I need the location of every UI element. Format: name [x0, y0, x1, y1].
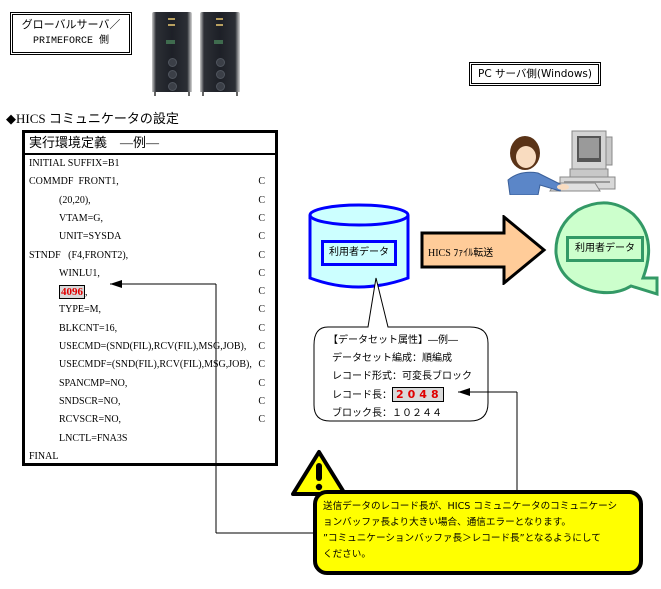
config-line: 4096, C: [25, 283, 271, 301]
config-line: LNCTL=FNA3S: [25, 430, 271, 448]
pc-data-label: 利用者データ: [566, 236, 644, 262]
config-line: SNDSCR=NO, C: [25, 393, 271, 411]
config-line: FINAL: [25, 448, 271, 466]
config-line: BLKCNT=16, C: [25, 320, 271, 338]
config-line-code: COMMDF FRONT1,: [29, 176, 119, 188]
continuation-mark: C: [258, 395, 265, 407]
config-line-code: UNIT=SYSDA: [59, 231, 122, 243]
continuation-mark: C: [258, 322, 265, 334]
continuation-mark: C: [258, 231, 265, 243]
pc-side-label-text: PC サーバ側(Windows): [478, 68, 592, 80]
continuation-mark: C: [258, 359, 265, 371]
block-length-value: １０２４４: [392, 408, 442, 419]
config-line-code: VTAM=G,: [59, 212, 104, 224]
warning-line-2: ョンバッファ長より大きい場合、通信エラーとなります。: [323, 517, 571, 528]
transfer-label: HICS ﾌｧｲﾙ転送: [428, 248, 494, 259]
dataset-org-value: 順編成: [422, 353, 452, 364]
dataset-attribute-callout: [313, 277, 489, 422]
dataset-org-label: データセット編成：: [332, 353, 422, 364]
continuation-mark: C: [258, 249, 265, 261]
config-line: COMMDF FRONT1, C: [25, 173, 271, 191]
config-line: TYPE=M, C: [25, 301, 271, 319]
host-side-label: グローバルサーバ／ PRIMEFORCE 側: [10, 12, 132, 55]
block-length-label: ブロック長：: [332, 408, 392, 419]
buffer-length-value: 4096: [59, 285, 85, 300]
record-length-value: 2048: [392, 387, 444, 402]
config-panel-header: 実行環境定義 ―例―: [25, 133, 275, 155]
config-line-code: LNCTL=FNA3S: [59, 432, 128, 444]
config-line-code: BLKCNT=16,: [59, 322, 118, 334]
config-line-code: SNDSCR=NO,: [59, 395, 121, 407]
config-line-code: RCVSCR=NO,: [59, 414, 122, 426]
continuation-mark: C: [258, 377, 265, 389]
continuation-mark: C: [258, 176, 265, 188]
continuation-mark: C: [258, 341, 265, 352]
dataset-attr-title: 【データセット属性】―例―: [328, 335, 458, 346]
config-line-text: ,: [85, 287, 88, 299]
config-line: WINLU1, C: [25, 265, 271, 283]
warning-line-3: ”コミュニケーションバッファ長＞レコード長”となるようにして: [323, 533, 601, 544]
warning-line-1: 送信データのレコード長が、HICS コミュニケータのコミュニケーシ: [323, 501, 618, 512]
host-side-label-line1: グローバルサーバ／: [21, 18, 121, 31]
continuation-mark: C: [258, 267, 265, 279]
continuation-mark: C: [258, 304, 265, 316]
record-format-label: レコード形式：: [332, 371, 402, 382]
transfer-arrow-icon: [420, 215, 547, 285]
config-line: (20,20), C: [25, 192, 271, 210]
warning-message-box: 送信データのレコード長が、HICS コミュニケータのコミュニケーシ ョンバッファ…: [313, 490, 643, 575]
continuation-mark: C: [258, 212, 265, 224]
config-line-code: USECMD=(SND(FIL),RCV(FIL),MSG,JOB),: [59, 341, 247, 352]
continuation-mark: C: [258, 414, 265, 426]
continuation-mark: C: [258, 194, 265, 206]
config-line-code: WINLU1,: [59, 267, 100, 279]
section-title: ◆HICS コミュニケータの設定: [6, 111, 179, 126]
config-line-code: SPANCMP=NO,: [59, 377, 128, 389]
config-line: RCVSCR=NO, C: [25, 411, 271, 429]
config-line: UNIT=SYSDA C: [25, 228, 271, 246]
config-line-code: STNDF (F4,FRONT2),: [29, 249, 129, 261]
config-line-code: TYPE=M,: [59, 304, 102, 316]
config-line: STNDF (F4,FRONT2), C: [25, 247, 271, 265]
host-data-label: 利用者データ: [321, 240, 397, 266]
config-line-code: FINAL: [29, 450, 59, 462]
record-format-value: 可変長ブロック: [402, 371, 472, 382]
config-line: SPANCMP=NO, C: [25, 375, 271, 393]
host-side-label-line2: PRIMEFORCE 側: [32, 36, 109, 47]
continuation-mark: C: [258, 286, 265, 298]
dataset-attribute-text: 【データセット属性】―例― データセット編成：順編成 レコード形式：可変長ブロッ…: [328, 332, 472, 423]
config-line-code: INITIAL SUFFIX=B1: [29, 158, 120, 169]
config-line: USECMD=(SND(FIL),RCV(FIL),MSG,JOB), C: [25, 338, 271, 356]
config-line-code: USECMDF=(SND(FIL),RCV(FIL),MSG,JOB),: [59, 359, 252, 371]
config-line-code: 4096,: [59, 283, 88, 302]
config-line: VTAM=G, C: [25, 210, 271, 228]
config-line: INITIAL SUFFIX=B1: [25, 155, 271, 173]
pc-user-icon: [507, 130, 616, 195]
config-line: USECMDF=(SND(FIL),RCV(FIL),MSG,JOB), C: [25, 356, 271, 374]
config-line-code: (20,20),: [59, 194, 91, 206]
record-length-label: レコード長：: [332, 390, 392, 401]
warning-line-4: ください。: [323, 549, 371, 560]
pc-side-label: PC サーバ側(Windows): [469, 62, 601, 86]
